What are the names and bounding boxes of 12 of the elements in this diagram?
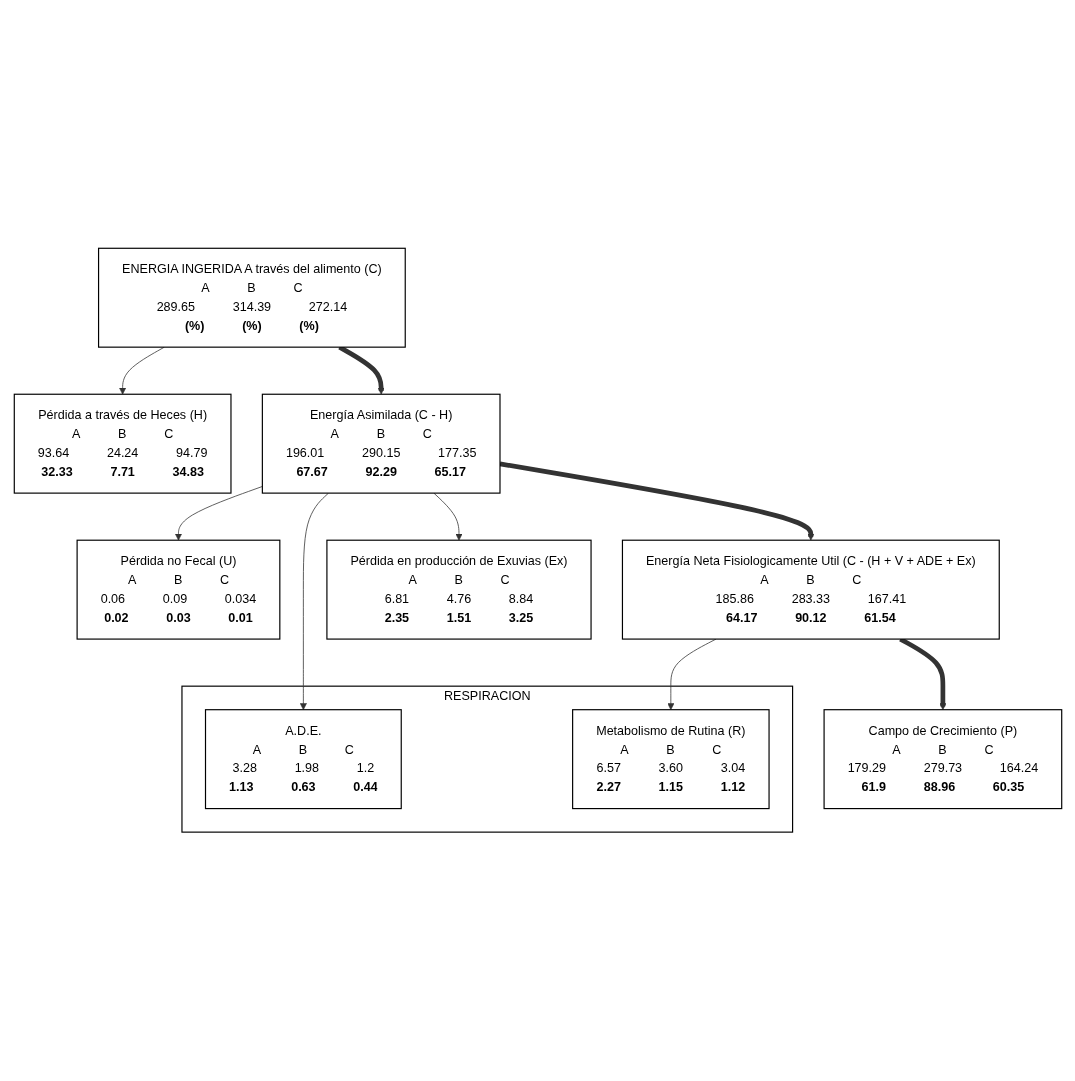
node-box [621, 539, 1000, 640]
node-box [325, 539, 592, 640]
node-box [261, 393, 501, 494]
node-box [823, 709, 1062, 810]
arrow [499, 461, 814, 541]
node-box [13, 393, 232, 494]
node-box [76, 539, 280, 640]
flow-diagram: RESPIRACION ENERGIA INGERIDA A través del alimento (C) A B C 289.65 314.39 272.14 (%) (%) (%) Pérdida a través de Heces (H) A B C 93.64 24.24 94.79 32.33 7.71 34.83 Energía Asimilada (C - H) A B C 196.01 290.15 177.35 67.67 92.29 65.17 Pérdida no Fecal (U) A B C 0.06 0.09 0.034 0.02 0.03 0.01 Energía Neta Fisiologicamente Util (C - (H + V + ADE + Ex) A B C 185.86 283.33 167.41 64.17 90.12 61.54 Pérdida en producción de Exuvias (Ex) A B C 6.81 4.76 8.84 2.35 1.51 3.25 Campo de Crecimiento (P) A B C 179.29 279.73 164.24 61.9 88.96 60.35 A.D.E. A B C 3.28 1.98 1.2 1.13 0.63 0.44 Metabolismo de Rutina (R) A B C 6.57 3.60 3.04 2.27 1.15 1.12 [7, 242, 1068, 839]
node-box [97, 248, 406, 349]
node-box [571, 709, 770, 810]
node-box [204, 709, 402, 810]
cluster [180, 685, 793, 833]
